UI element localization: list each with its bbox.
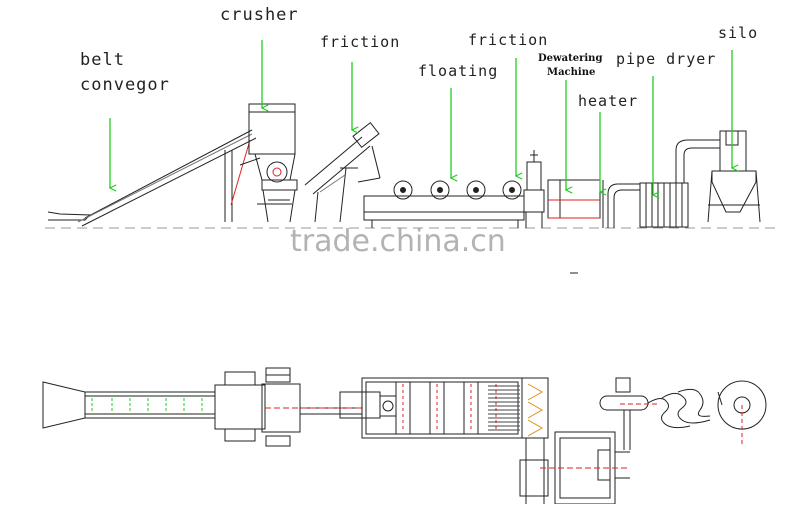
label-arrows [108, 40, 739, 199]
label-belt-line1: belt [80, 50, 125, 70]
floating-tank-side [363, 180, 525, 228]
label-crusher: crusher [220, 5, 299, 25]
dewatering-machine-plan [519, 377, 549, 504]
heater-side [547, 179, 604, 228]
label-floating: floating [418, 62, 499, 80]
label-silo: silo [718, 24, 759, 42]
dewatering-machine-side [523, 150, 545, 228]
silo-plan [717, 380, 767, 444]
heater-plan [540, 431, 630, 505]
watermark: trade.china.cn [290, 224, 506, 259]
plan-view [42, 367, 767, 505]
label-pipe-dryer: pipe dryer [616, 50, 717, 68]
label-friction-2: friction [468, 31, 549, 49]
silo-side [707, 130, 761, 223]
crusher-side [239, 103, 298, 223]
label-dewatering-line2: Machine [547, 67, 596, 78]
side-view [45, 103, 780, 274]
label-belt-line2: convegor [80, 75, 170, 95]
pipe-dryer-plan [599, 377, 711, 450]
label-heater: heater [578, 92, 639, 110]
pipe-dryer-side [607, 139, 720, 228]
belt-conveyor-side [47, 129, 257, 227]
belt-conveyor-plan [42, 381, 216, 429]
label-friction-1: friction [320, 33, 401, 51]
floating-tank-plan [361, 377, 523, 439]
label-dewatering-line1: Dewatering [538, 53, 603, 64]
crusher-plan [214, 367, 362, 447]
friction-washer-1-side [304, 122, 381, 223]
